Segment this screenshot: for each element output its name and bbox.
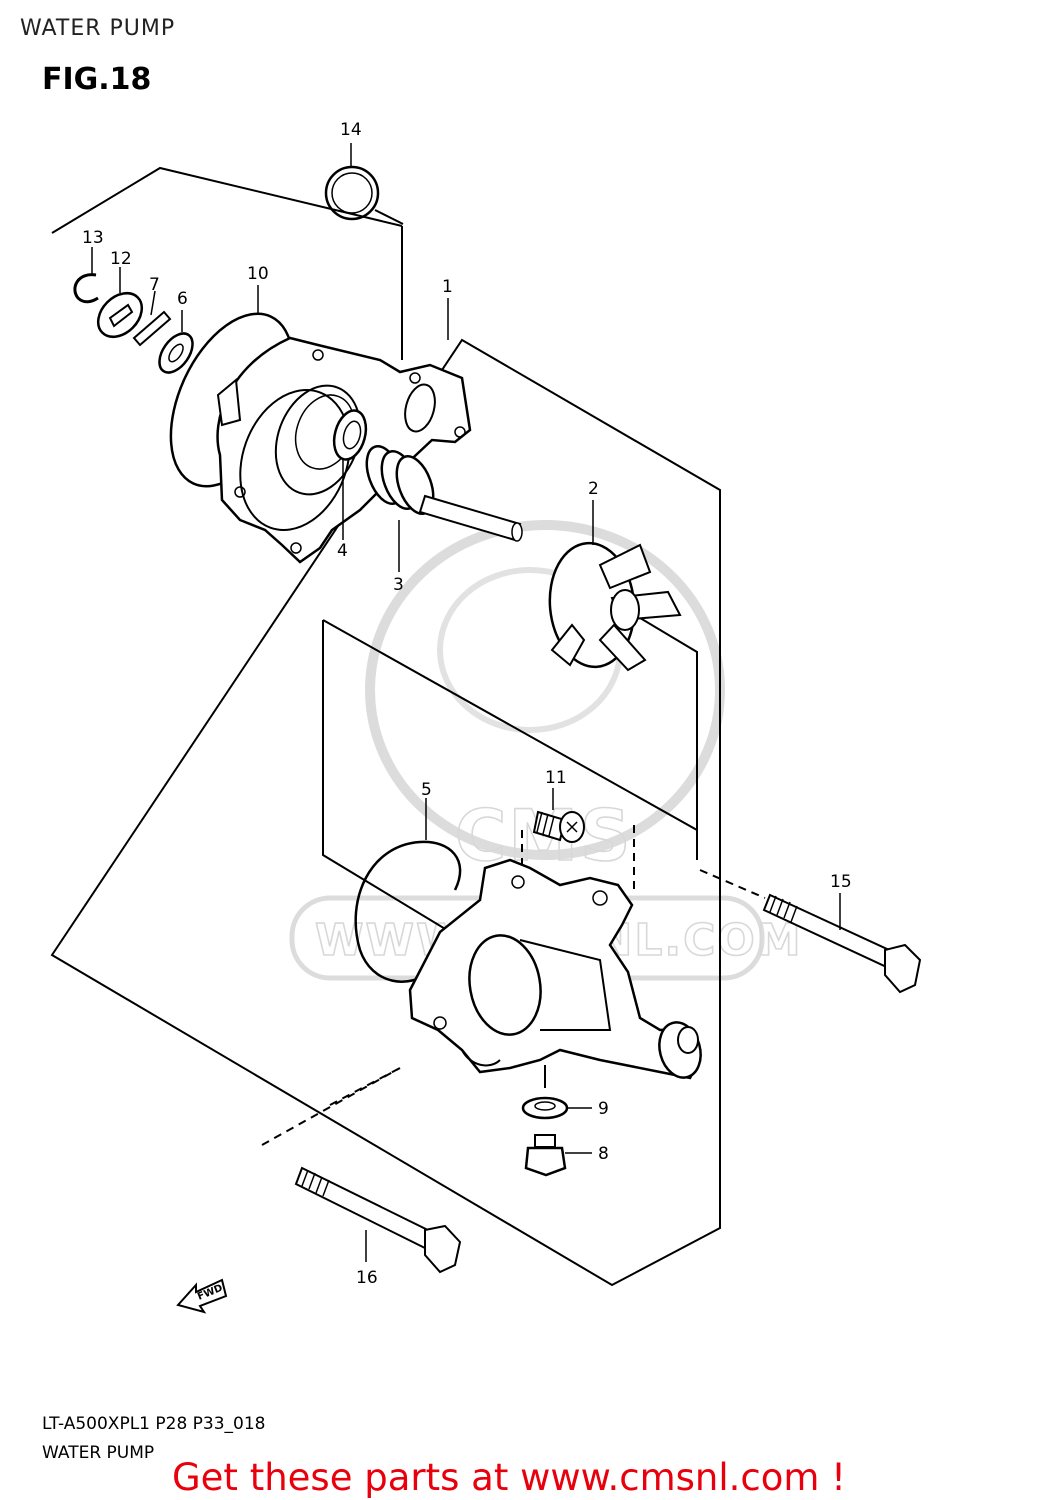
section-name: WATER PUMP: [42, 1443, 155, 1463]
part-16-bolt: [294, 1166, 462, 1274]
pump-cover: [408, 858, 702, 1080]
callout-13: 13: [82, 228, 104, 248]
inner-frame: [322, 605, 698, 951]
part-15-bolt: [762, 893, 922, 994]
callout-3: 3: [393, 575, 404, 595]
callout-2: 2: [588, 479, 599, 499]
part-7-pin: [132, 310, 172, 347]
inner-frame-lower: [521, 825, 635, 890]
callout-12: 12: [110, 249, 132, 269]
fwd-arrow-icon: FWD: [176, 1278, 228, 1314]
bolt-16-dash: [261, 1067, 401, 1146]
model-code: LT-A500XPL1 P28 P33_018: [42, 1414, 266, 1434]
part-3-mechanical-seal: [365, 445, 435, 515]
callout-7: 7: [149, 275, 160, 295]
part-6-washer: [158, 332, 194, 374]
callout-6: 6: [177, 289, 188, 309]
bolt-15-dash: [699, 869, 766, 899]
callout-5: 5: [421, 780, 432, 800]
callout-16: 16: [356, 1268, 378, 1288]
assembly-frame-leader: [374, 209, 404, 225]
part-13-e-clip: [73, 273, 99, 304]
part-14-o-ring: [324, 165, 380, 221]
part-5-o-ring: [354, 840, 462, 983]
watermark-logo: CMS: [455, 795, 632, 877]
callout-8: 8: [598, 1144, 609, 1164]
callout-11: 11: [545, 768, 567, 788]
callout-4: 4: [337, 541, 348, 561]
leader-7: [150, 290, 156, 316]
part-2-impeller: [548, 541, 682, 672]
callout-10: 10: [247, 264, 269, 284]
part-8-drain-bolt: [524, 1134, 567, 1177]
callout-1: 1: [442, 277, 453, 297]
figure-label: FIG.18: [42, 62, 152, 97]
callout-15: 15: [830, 872, 852, 892]
callout-9: 9: [598, 1099, 609, 1119]
impeller-shaft: [418, 494, 522, 542]
part-9-washer: [521, 1096, 569, 1120]
callout-14: 14: [340, 120, 362, 140]
part-11-screw: [532, 810, 585, 843]
assembly-frame: [50, 166, 721, 1287]
part-14-o-ring-inner: [331, 172, 373, 214]
part-12-gear: [96, 291, 144, 339]
call-to-action-link[interactable]: Get these parts at www.cmsnl.com !: [172, 1456, 847, 1499]
section-title: WATER PUMP: [20, 16, 176, 41]
